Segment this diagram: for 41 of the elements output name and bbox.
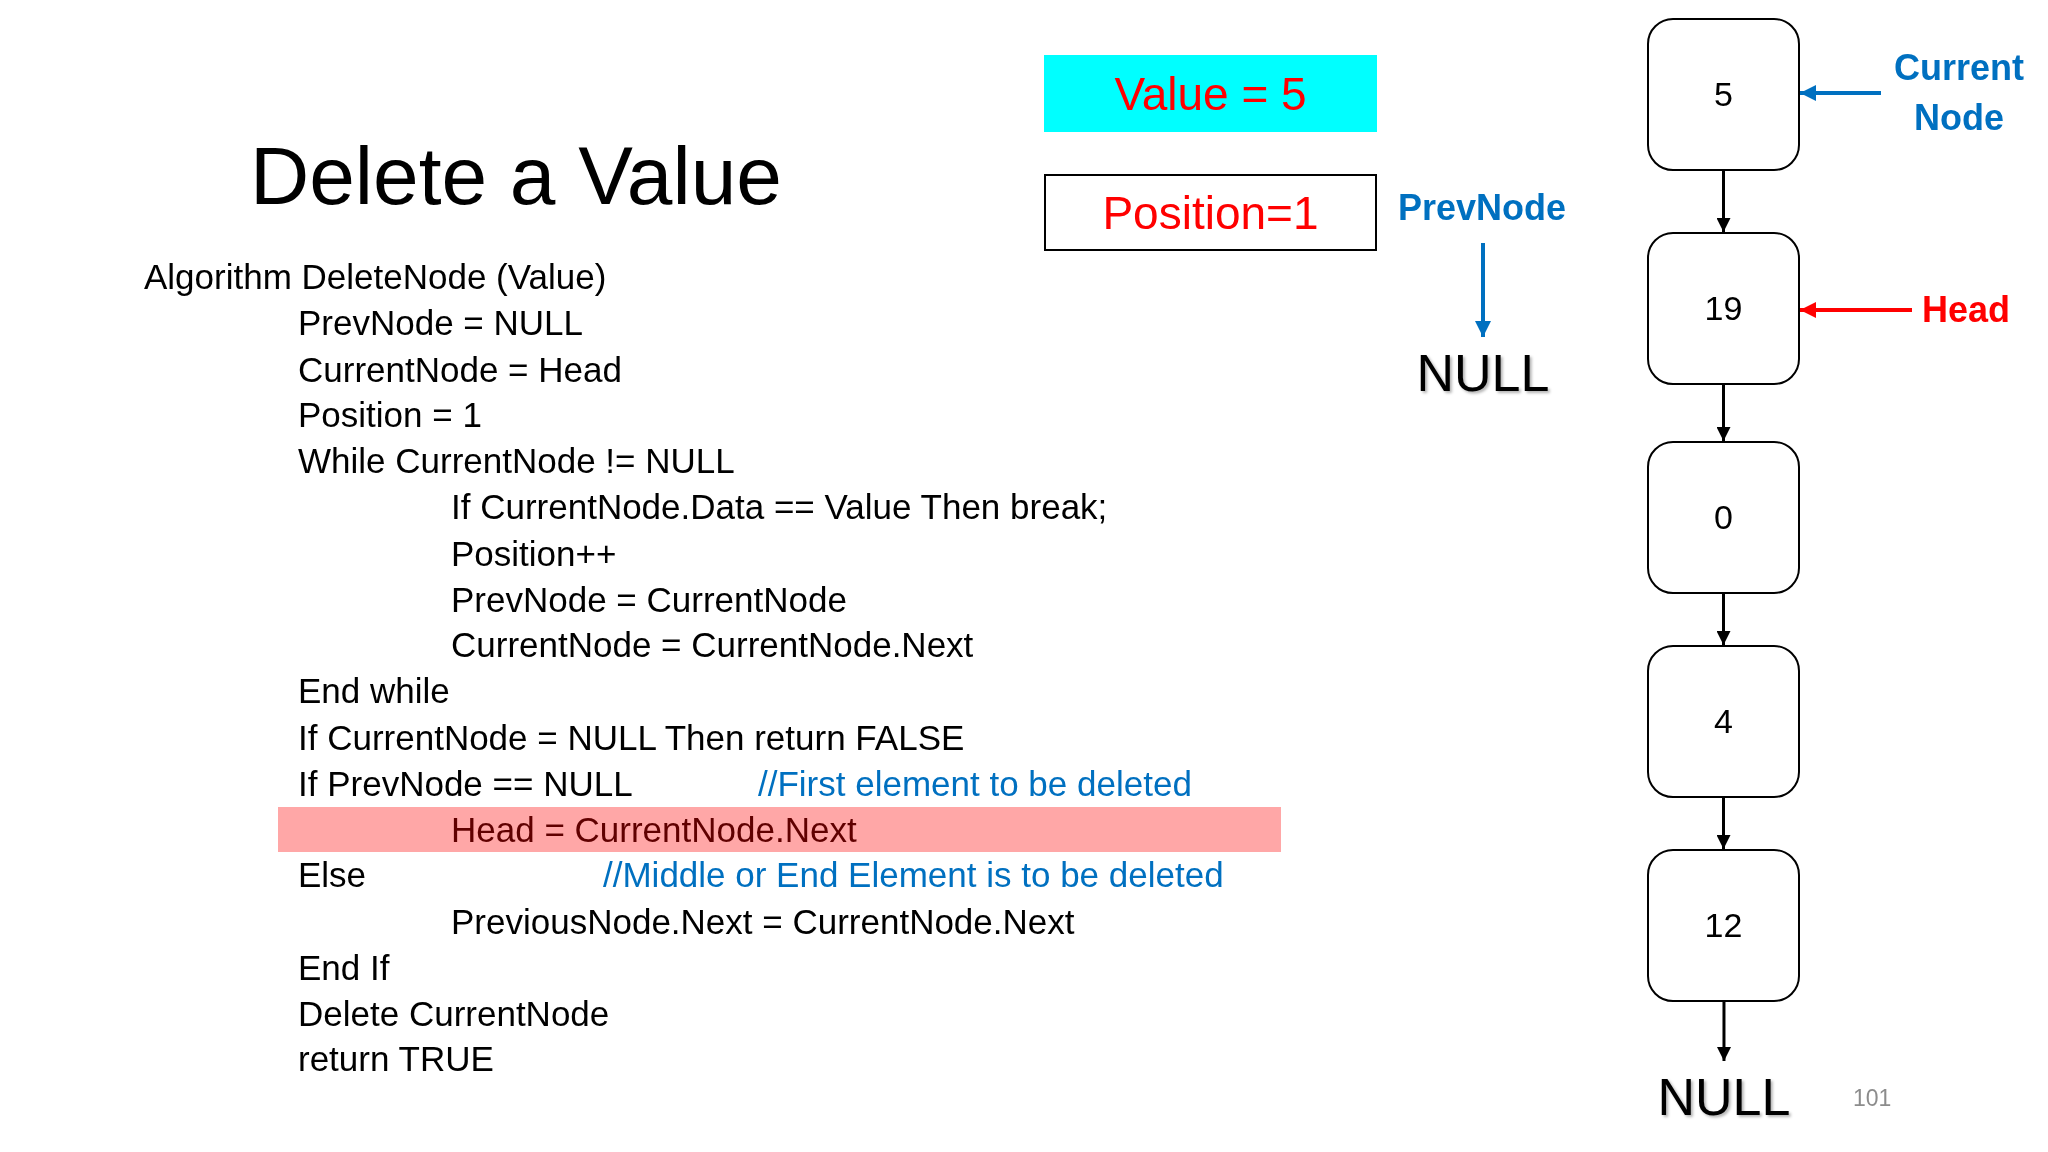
null-label: NULL [1416,345,1550,401]
position-box: Position=1 [1044,174,1377,251]
null-label: NULL [1657,1069,1791,1125]
code-line: End If [298,948,390,988]
code-line: If CurrentNode.Data == Value Then break; [451,487,1108,527]
code-line: Position++ [451,534,617,574]
code-line: CurrentNode = Head [298,350,622,390]
code-line: Algorithm DeleteNode (Value) [144,257,607,297]
code-line: return TRUE [298,1039,494,1079]
pointer-label: Head [1922,285,2011,335]
pointer-label: Current Node [1891,43,2027,143]
arrow [1716,798,1731,849]
list-node: 4 [1647,645,1800,798]
code-line: Position = 1 [298,395,482,435]
list-node: 19 [1647,232,1800,385]
code-comment: //First element to be deleted [758,764,1192,804]
page-number: 101 [1853,1084,1892,1112]
arrow [1716,594,1731,645]
code-line: Else [298,855,367,895]
code-line: PrevNode = CurrentNode [451,580,847,620]
pointer-label: PrevNode [1398,183,1567,233]
code-line: PrevNode = NULL [298,303,583,343]
arrow [1716,171,1731,232]
code-line: If PrevNode == NULL [298,764,633,804]
arrow [1800,302,1912,318]
arrow [1717,1002,1731,1061]
code-line: End while [298,671,450,711]
list-node: 5 [1647,18,1800,171]
code-line: Delete CurrentNode [298,994,610,1034]
arrow [1716,385,1731,441]
code-line: If CurrentNode = NULL Then return FALSE [298,718,965,758]
code-line: While CurrentNode != NULL [298,441,735,481]
list-node: 12 [1647,849,1800,1002]
code-comment: //Middle or End Element is to be deleted [603,855,1224,895]
arrow [1800,85,1881,101]
arrow [1475,243,1491,337]
code-line: CurrentNode = CurrentNode.Next [451,625,974,665]
code-line: PreviousNode.Next = CurrentNode.Next [451,902,1075,942]
slide-title: Delete a Value [250,129,782,223]
list-node: 0 [1647,441,1800,594]
value-box: Value = 5 [1044,55,1377,132]
